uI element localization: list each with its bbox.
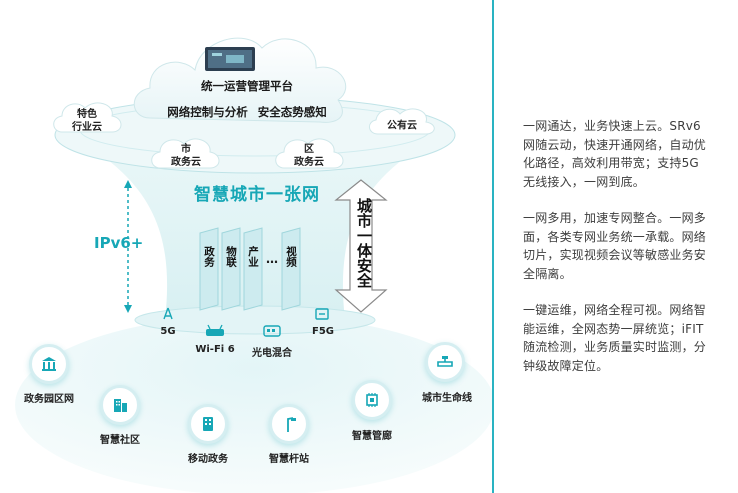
router-icon	[206, 324, 224, 336]
mobile-gov-icon	[188, 404, 228, 444]
industry-cloud-label: 特色 行业云	[72, 109, 102, 133]
access-5g-label: 5G	[160, 326, 176, 337]
architecture-diagram: 统一运营管理平台 网络控制与分析 安全态势感知 特色 行业云 公有云 市 政务云…	[15, 37, 492, 493]
platform-title: 统一运营管理平台	[201, 79, 293, 93]
pipe-gallery-icon	[352, 380, 392, 420]
slice-video-label: 视频	[285, 246, 297, 267]
slice-gov-label: 政务	[203, 246, 215, 267]
slice-video: 视频	[282, 246, 300, 271]
district-cloud-label: 区 政务云	[294, 144, 324, 168]
smart-pole-label: 智慧杆站	[269, 454, 309, 465]
platform-subtitle: 网络控制与分析 安全态势感知	[167, 105, 327, 119]
section-divider	[492, 0, 494, 493]
f5g-icon	[315, 308, 329, 320]
optical-switch-icon	[263, 325, 281, 337]
slice-industry: 产业	[244, 246, 262, 271]
community-label: 智慧社区	[100, 435, 140, 446]
description-paragraph: 一网多用，加速专网整合。一网多面，各类专网业务统一承载。网络切片，实现视频会议等…	[523, 211, 707, 281]
gov-park-label: 政务园区网	[24, 394, 74, 405]
antenna-icon	[163, 307, 173, 320]
mobile-gov-label: 移动政务	[188, 454, 228, 465]
slice-ellipsis: …	[266, 252, 278, 266]
description-paragraph: 一键运维，网络全程可视。网络智能运维，全网态势一屏统览；iFIT随流检测，业务质…	[523, 303, 707, 373]
security-label: 城市一体安全	[355, 198, 373, 288]
lifeline-label: 城市生命线	[422, 393, 472, 404]
gov-park-icon	[29, 344, 69, 384]
access-f5g-label: F5G	[312, 326, 334, 337]
pipe-gallery-label: 智慧管廊	[352, 431, 392, 442]
description-panel: 一网通达，业务快速上云。SRv6网随云动，快速开通网络，自动优化路径，高效利用带…	[494, 0, 738, 493]
slice-gov: 政务	[200, 246, 218, 271]
ipv6-label: IPv6+	[94, 234, 144, 252]
lifeline-icon	[425, 342, 465, 382]
access-optical-label: 光电混合	[252, 348, 292, 359]
access-wifi6-label: Wi-Fi 6	[195, 344, 235, 355]
slice-industry-label: 产业	[247, 246, 259, 267]
public-cloud-label: 公有云	[387, 120, 417, 132]
network-title: 智慧城市一张网	[194, 185, 320, 205]
city-cloud-label: 市 政务云	[171, 144, 201, 168]
slice-iot-label: 物联	[225, 246, 237, 267]
smart-pole-icon	[269, 404, 309, 444]
diagram-background	[15, 37, 492, 493]
description-paragraph: 一网通达，业务快速上云。SRv6网随云动，快速开通网络，自动优化路径，高效利用带…	[523, 119, 707, 189]
slice-iot: 物联	[222, 246, 240, 271]
community-icon	[100, 385, 140, 425]
